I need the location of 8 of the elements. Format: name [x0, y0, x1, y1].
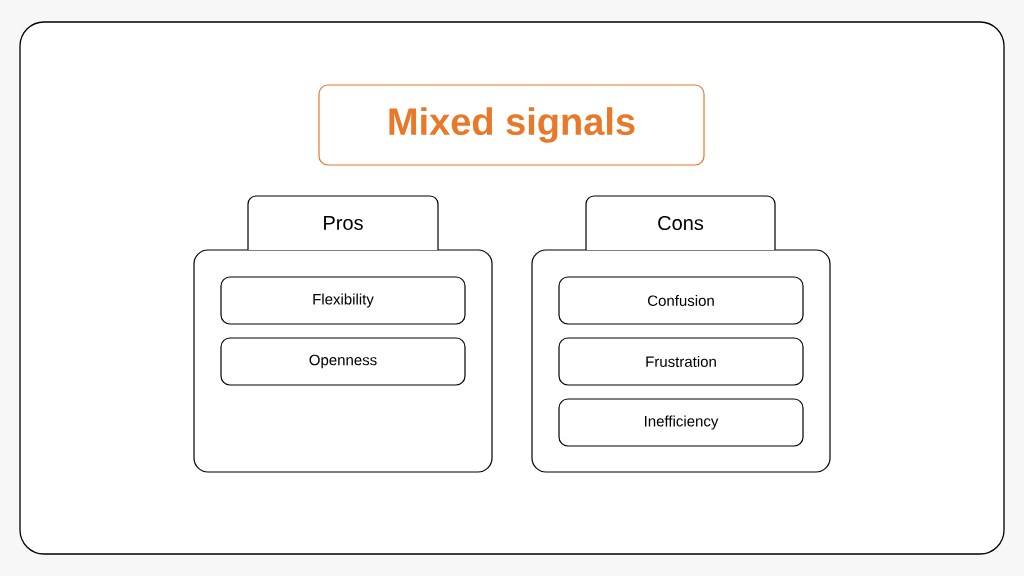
node-label: Pros	[324, 216, 363, 230]
item-box: Confusion	[558, 276, 804, 325]
title-box: Mixed signals	[318, 84, 705, 166]
item-box: Inefficiency	[558, 398, 804, 447]
item-box: Frustration	[558, 337, 804, 386]
item-box: Openness	[220, 337, 466, 386]
item-box: Flexibility	[220, 276, 466, 325]
node-label: Cons	[658, 215, 704, 231]
